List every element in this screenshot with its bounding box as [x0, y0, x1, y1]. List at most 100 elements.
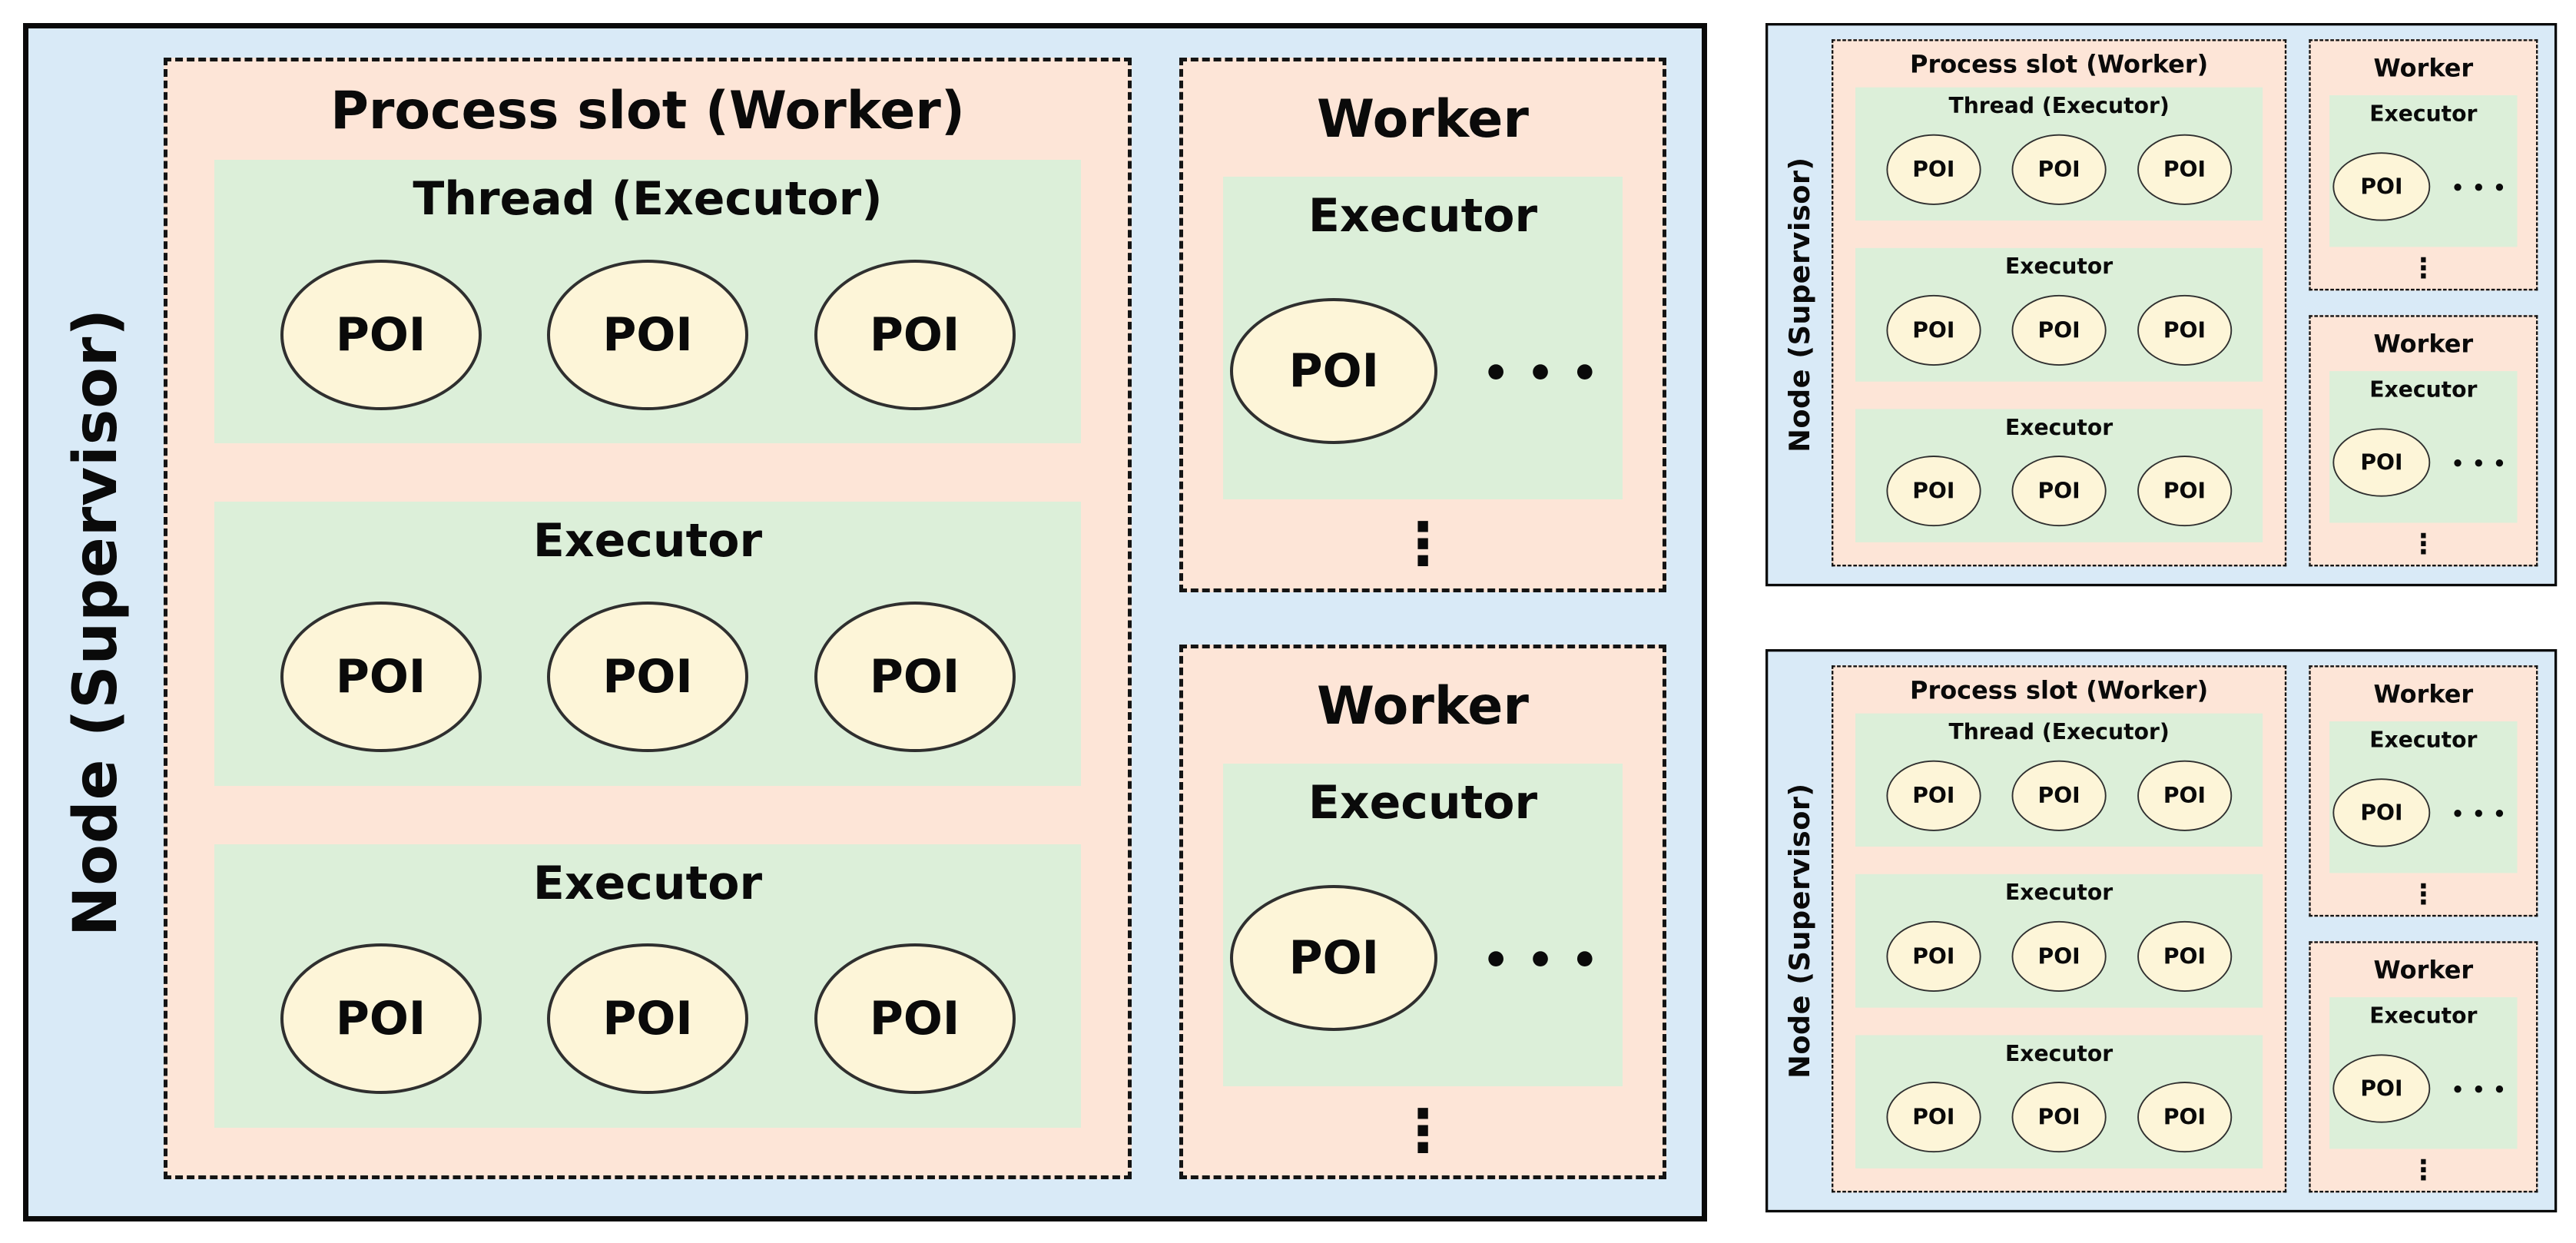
poi-row: POI POI POI: [1855, 1066, 2263, 1168]
poi-ellipse: POI: [814, 601, 1016, 752]
node-supervisor-label: Node (Supervisor): [1783, 157, 1816, 452]
poi-row: POI POI POI: [214, 910, 1081, 1128]
poi-ellipse: POI: [2011, 1082, 2107, 1153]
worker-box: Worker Executor POI ••• ⋮: [2309, 941, 2538, 1193]
horizontal-ellipsis-icon: •••: [2451, 802, 2515, 826]
executor-box: Executor POI POI POI: [1855, 247, 2263, 382]
vertical-ellipsis-icon: ⋮: [2409, 527, 2438, 560]
poi-ellipse: POI: [547, 601, 748, 752]
worker-title: Worker: [1317, 675, 1529, 737]
poi-ellipse: POI: [2011, 920, 2107, 993]
executor-box: Executor POI POI POI: [1855, 873, 2263, 1008]
executor-title: Thread (Executor): [413, 172, 883, 226]
poi-ellipse: POI: [1886, 760, 1981, 831]
poi-ellipse: POI: [2137, 134, 2233, 205]
poi-ellipse: POI: [2137, 1082, 2233, 1153]
executor-title: Executor: [1308, 189, 1538, 243]
poi-row: POI •••: [2329, 403, 2517, 523]
process-slot-box: Process slot (Worker) Thread (Executor) …: [1832, 665, 2287, 1193]
process-slot-title: Process slot (Worker): [330, 80, 965, 141]
process-slot-box: Process slot (Worker) Thread (Executor) …: [164, 58, 1132, 1179]
poi-ellipse: POI: [1886, 920, 1981, 993]
worker-box: Worker Executor POI ••• ⋮: [2309, 39, 2538, 291]
poi-ellipse: POI: [547, 259, 748, 410]
poi-row: POI •••: [1223, 830, 1623, 1086]
poi-row: POI •••: [2329, 1029, 2517, 1149]
worker-box: Worker Executor POI ••• ⋮: [1179, 58, 1666, 592]
worker-title: Worker: [2373, 680, 2474, 709]
poi-ellipse: POI: [2011, 294, 2107, 366]
poi-row: POI •••: [2329, 126, 2517, 247]
executor-title: Executor: [2369, 376, 2478, 403]
worker-box: Worker Executor POI ••• ⋮: [1179, 645, 1666, 1179]
poi-ellipse: POI: [1230, 885, 1438, 1031]
horizontal-ellipsis-icon: •••: [1482, 936, 1616, 986]
node-supervisor-label: Node (Supervisor): [1783, 783, 1816, 1079]
process-slot-title: Process slot (Worker): [1910, 50, 2209, 79]
workers-column: Worker Executor POI ••• ⋮ Worker Executo…: [1179, 58, 1666, 1179]
poi-ellipse: POI: [280, 259, 482, 410]
poi-ellipse: POI: [1886, 294, 1981, 366]
poi-ellipse: POI: [2137, 456, 2233, 527]
more-executors-area: ⋮: [2311, 247, 2536, 289]
poi-ellipse: POI: [2011, 456, 2107, 527]
worker-box: Worker Executor POI ••• ⋮: [2309, 315, 2538, 567]
node-supervisor-label: Node (Supervisor): [61, 307, 131, 937]
poi-ellipse: POI: [2332, 1054, 2431, 1123]
executor-box: Executor POI POI POI: [1855, 1035, 2263, 1168]
node-label-column: Node (Supervisor): [1768, 25, 1832, 584]
poi-row: POI POI POI: [1855, 118, 2263, 220]
node-panel-small-bottom: Node (Supervisor) Process slot (Worker) …: [1765, 649, 2558, 1213]
node-supervisor-container: Node (Supervisor) Process slot (Worker) …: [1765, 23, 2558, 587]
poi-row: POI •••: [1223, 243, 1623, 499]
thread-executor-box: Thread (Executor) POI POI POI: [1855, 87, 2263, 221]
node-label-column: Node (Supervisor): [28, 28, 164, 1216]
executor-title: Executor: [532, 514, 763, 568]
executor-box: Executor POI POI POI: [214, 844, 1081, 1128]
thread-executor-box: Thread (Executor) POI POI POI: [214, 160, 1081, 444]
poi-ellipse: POI: [280, 943, 482, 1095]
executor-title: Executor: [2369, 727, 2478, 753]
vertical-ellipsis-icon: ⋮: [1394, 1095, 1452, 1165]
poi-ellipse: POI: [2137, 760, 2233, 831]
poi-row: POI •••: [2329, 752, 2517, 873]
executor-title: Thread (Executor): [1948, 719, 2170, 745]
poi-ellipse: POI: [2137, 294, 2233, 366]
executor-title: Executor: [2005, 880, 2114, 906]
poi-ellipse: POI: [2332, 152, 2431, 221]
vertical-ellipsis-icon: ⋮: [1394, 509, 1452, 578]
vertical-ellipsis-icon: ⋮: [2409, 877, 2438, 910]
poi-ellipse: POI: [2332, 428, 2431, 497]
poi-row: POI POI POI: [1855, 744, 2263, 847]
executor-box: Executor POI POI POI: [1855, 409, 2263, 542]
process-slot-title: Process slot (Worker): [1910, 676, 2209, 705]
worker-executor-box: Executor POI •••: [2329, 371, 2518, 523]
horizontal-ellipsis-icon: •••: [2451, 176, 2515, 200]
worker-box: Worker Executor POI ••• ⋮: [2309, 665, 2538, 917]
worker-title: Worker: [2373, 956, 2474, 985]
executor-title: Executor: [2005, 254, 2114, 280]
vertical-ellipsis-icon: ⋮: [2409, 251, 2438, 284]
worker-executor-box: Executor POI •••: [2329, 997, 2518, 1149]
poi-ellipse: POI: [2011, 760, 2107, 831]
worker-executor-box: Executor POI •••: [2329, 721, 2518, 873]
poi-row: POI POI POI: [214, 226, 1081, 443]
poi-row: POI POI POI: [214, 568, 1081, 785]
executor-title: Executor: [532, 856, 763, 910]
workers-column: Worker Executor POI ••• ⋮: [2309, 39, 2538, 567]
more-executors-area: ⋮: [2311, 873, 2536, 915]
poi-row: POI POI POI: [1855, 279, 2263, 381]
worker-executor-box: Executor POI •••: [2329, 95, 2518, 247]
poi-ellipse: POI: [1886, 456, 1981, 527]
executor-title: Executor: [2005, 414, 2114, 440]
vertical-ellipsis-icon: ⋮: [2409, 1153, 2438, 1186]
more-executors-area: ⋮: [2311, 1149, 2536, 1191]
executor-title: Executor: [2005, 1040, 2114, 1066]
node-panel-small-top: Node (Supervisor) Process slot (Worker) …: [1765, 23, 2558, 587]
poi-ellipse: POI: [1886, 1082, 1981, 1153]
workers-column: Worker Executor POI ••• ⋮: [2309, 665, 2538, 1193]
horizontal-ellipsis-icon: •••: [1482, 349, 1616, 399]
more-executors-area: ⋮: [2311, 522, 2536, 565]
worker-executor-box: Executor POI •••: [1223, 177, 1623, 499]
